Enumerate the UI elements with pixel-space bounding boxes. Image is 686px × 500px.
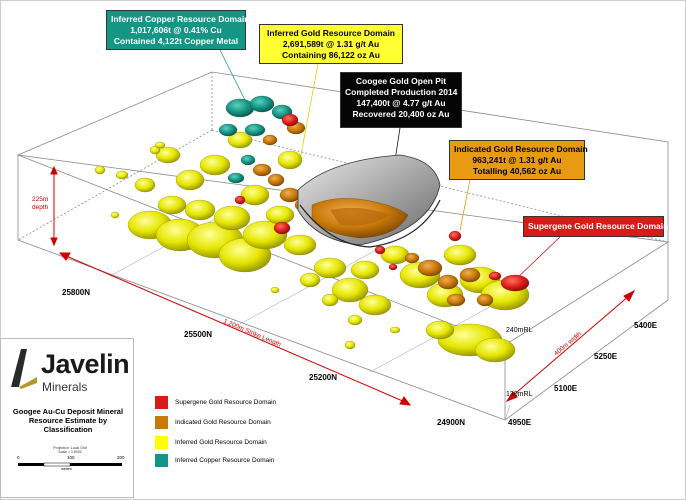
grid-label-25800n: 25800N bbox=[62, 288, 91, 297]
inferred-callout-title: Inferred Gold Resource Domain bbox=[267, 28, 395, 38]
inferred-callout-tonnage: 2,691,589t @ 1.31 g/t Au bbox=[282, 39, 380, 49]
indicated-callout-ounces: Totalling 40,562 oz Au bbox=[472, 166, 562, 176]
rl-label-240: 240mRL bbox=[506, 327, 533, 334]
copper-callout-title: Inferred Copper Resource Domain bbox=[111, 14, 250, 24]
title-panel: Javelin Minerals Googee Au-Cu Deposit Mi… bbox=[0, 338, 134, 498]
legend-swatch-inferred-gold bbox=[155, 436, 168, 449]
scale-unit: metres bbox=[61, 467, 72, 471]
legend-swatch-supergene bbox=[155, 396, 168, 409]
inferred-gold-callout: Inferred Gold Resource Domain 2,691,589t… bbox=[259, 24, 403, 64]
legend-label-indicated: Indicated Gold Resource Domain bbox=[175, 419, 271, 426]
grid-label-5100e: 5100E bbox=[554, 384, 578, 393]
brand-subtitle: Minerals bbox=[42, 380, 88, 394]
dimension-arrows bbox=[50, 165, 636, 406]
pit-callout-status: Completed Production 2014 bbox=[345, 87, 458, 97]
grid-label-5250e: 5250E bbox=[594, 352, 618, 361]
projection-grid: Projection: Local Grid bbox=[53, 446, 87, 450]
indicated-callout-title: Indicated Gold Resource Domain bbox=[454, 144, 588, 154]
map-title: Googee Au-Cu Deposit Mineral Resource Es… bbox=[12, 407, 124, 434]
javelin-logo-mark bbox=[11, 349, 37, 389]
depth-label-value: 225m bbox=[32, 196, 49, 203]
supergene-callout: Supergene Gold Resource Domain bbox=[523, 216, 669, 237]
projection-info: Projection: Local Grid Scale = 1:8000 bbox=[35, 446, 105, 454]
grid-label-25500n: 25500N bbox=[184, 330, 213, 339]
indicated-callout-tonnage: 963,241t @ 1.31 g/t Au bbox=[472, 155, 562, 165]
pit-callout-recovered: Recovered 20,400 oz Au bbox=[352, 109, 450, 119]
inferred-gold-bodies bbox=[94, 131, 530, 363]
legend-label-supergene: Supergene Gold Resource Domain bbox=[175, 399, 277, 406]
supergene-callout-title: Supergene Gold Resource Domain bbox=[528, 221, 669, 231]
legend-swatch-copper bbox=[155, 454, 168, 467]
legend-label-inferred-gold: Inferred Gold Resource Domain bbox=[175, 439, 267, 446]
copper-resource-callout: Inferred Copper Resource Domain 1,017,60… bbox=[106, 10, 250, 50]
legend: Supergene Gold Resource Domain Indicated… bbox=[155, 396, 315, 476]
projection-scale: Scale = 1:8000 bbox=[58, 450, 82, 454]
legend-label-copper: Inferred Copper Resource Domain bbox=[175, 457, 275, 464]
rl-label-130: 130mRL bbox=[506, 391, 533, 398]
brand-name: Javelin bbox=[41, 349, 130, 379]
pit-callout-title: Coogee Gold Open Pit bbox=[355, 76, 447, 86]
inferred-callout-ounces: Containing 86,122 oz Au bbox=[282, 50, 380, 60]
open-pit bbox=[297, 154, 441, 248]
grid-label-5400e: 5400E bbox=[634, 321, 658, 330]
pit-callout-tonnage: 147,400t @ 4.77 g/t Au bbox=[356, 98, 446, 108]
depth-label: 225m depth bbox=[32, 196, 48, 212]
indicated-gold-callout: Indicated Gold Resource Domain 963,241t … bbox=[449, 140, 588, 180]
scale-start: 0 bbox=[17, 455, 20, 460]
grid-label-4950e: 4950E bbox=[508, 418, 532, 427]
scale-end: 200 bbox=[117, 455, 125, 460]
depth-label-unit: depth bbox=[32, 204, 49, 211]
grid-label-24900n: 24900N bbox=[437, 418, 466, 427]
grid-label-25200n: 25200N bbox=[309, 373, 338, 382]
legend-swatch-indicated bbox=[155, 416, 168, 429]
scale-mid: 100 bbox=[67, 455, 75, 460]
copper-callout-tonnage: 1,017,606t @ 0.41% Cu bbox=[130, 25, 222, 35]
scale-bar bbox=[18, 462, 122, 467]
supergene-bodies bbox=[234, 113, 530, 292]
inferred-copper-bodies bbox=[218, 95, 293, 184]
copper-callout-metal: Contained 4,122t Copper Metal bbox=[113, 36, 239, 46]
open-pit-callout: Coogee Gold Open Pit Completed Productio… bbox=[340, 72, 462, 128]
indicated-gold-bodies bbox=[252, 121, 494, 307]
